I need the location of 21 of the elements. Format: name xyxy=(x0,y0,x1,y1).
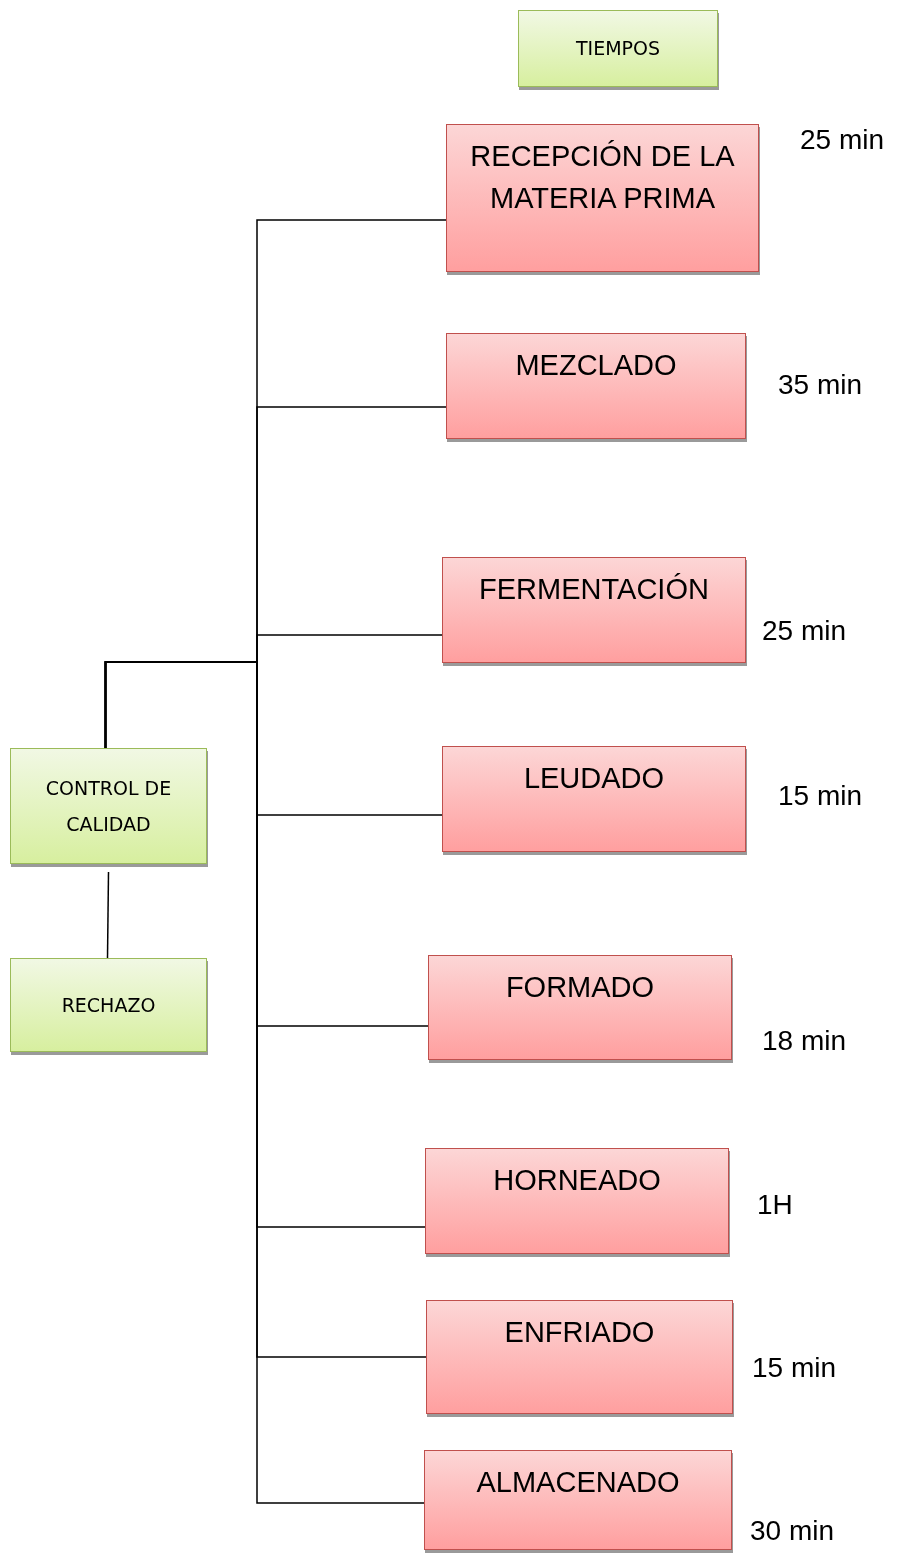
process-box: ALMACENADO xyxy=(424,1450,732,1550)
duration-label: 18 min xyxy=(762,1025,847,1057)
duration-label: 25 min xyxy=(762,615,847,647)
note-box: CONTROL DE CALIDAD xyxy=(10,748,207,864)
note-box: RECHAZO xyxy=(10,958,207,1052)
note-box: TIEMPOS xyxy=(518,10,718,87)
process-box: FERMENTACIÓN xyxy=(442,557,746,663)
connector-line xyxy=(104,661,425,1504)
duration-label: 15 min xyxy=(778,780,863,812)
process-box: ENFRIADO xyxy=(426,1300,733,1414)
duration-label: 35 min xyxy=(778,369,863,401)
connector-line xyxy=(106,871,110,959)
duration-label: 25 min xyxy=(800,124,885,156)
process-box: LEUDADO xyxy=(442,746,746,852)
process-box: FORMADO xyxy=(428,955,732,1060)
duration-label: 15 min xyxy=(752,1352,837,1384)
process-box: MEZCLADO xyxy=(446,333,746,439)
process-box: RECEPCIÓN DE LA MATERIA PRIMA xyxy=(446,124,759,272)
duration-label: 30 min xyxy=(750,1515,835,1547)
process-box: HORNEADO xyxy=(425,1148,729,1254)
duration-label: 1H xyxy=(757,1189,793,1221)
